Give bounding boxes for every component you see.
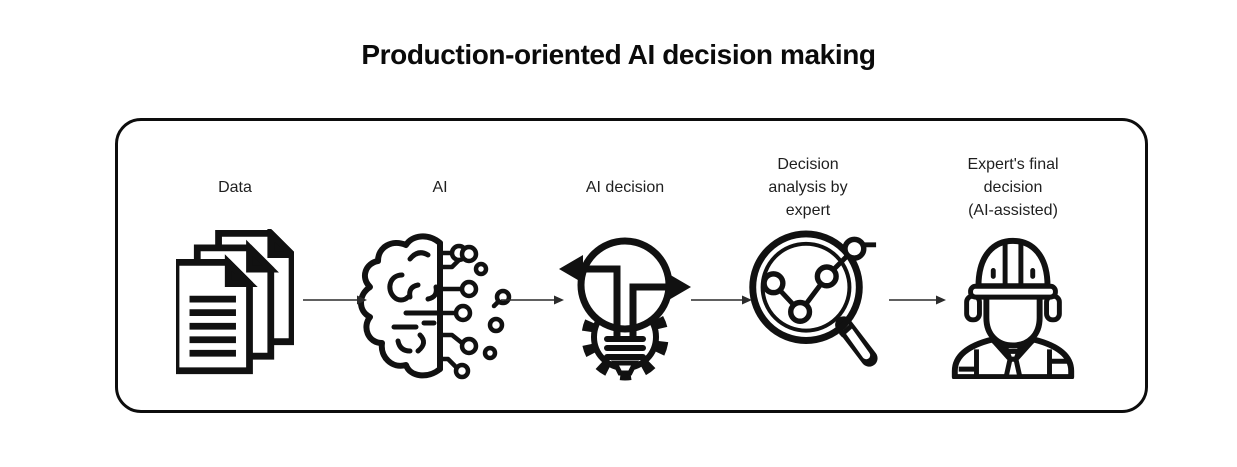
- magnifier-chart-icon: [737, 229, 879, 382]
- flow-arrow-right-icon: [889, 293, 946, 305]
- step-label-decision-analysis: Decision analysis by expert: [768, 155, 848, 219]
- flow-container: Data: [115, 118, 1148, 413]
- flow-arrow-right-icon: [501, 293, 564, 305]
- step-data: Data: [150, 145, 320, 382]
- step-ai-decision: AI decision: [540, 145, 710, 388]
- step-label-data: Data: [218, 178, 252, 196]
- lightbulb-gear-decision-icon: [557, 233, 693, 388]
- step-experts-final-decision: Expert's final decision (AI-assisted): [928, 145, 1098, 384]
- brain-circuit-icon: [357, 229, 523, 389]
- step-label-experts-final-decision: Expert's final decision (AI-assisted): [967, 155, 1059, 219]
- step-decision-analysis: Decision analysis by expert: [723, 145, 893, 382]
- flow-arrow-right-icon: [303, 293, 367, 305]
- step-label-ai: AI: [432, 178, 448, 196]
- step-ai: AI: [355, 145, 525, 389]
- flow-arrow-right-icon: [691, 293, 752, 305]
- documents-stack-icon: [172, 225, 301, 382]
- engineer-hardhat-icon: [946, 233, 1080, 384]
- page-title: Production-oriented AI decision making: [361, 39, 876, 70]
- step-label-ai-decision: AI decision: [585, 178, 665, 196]
